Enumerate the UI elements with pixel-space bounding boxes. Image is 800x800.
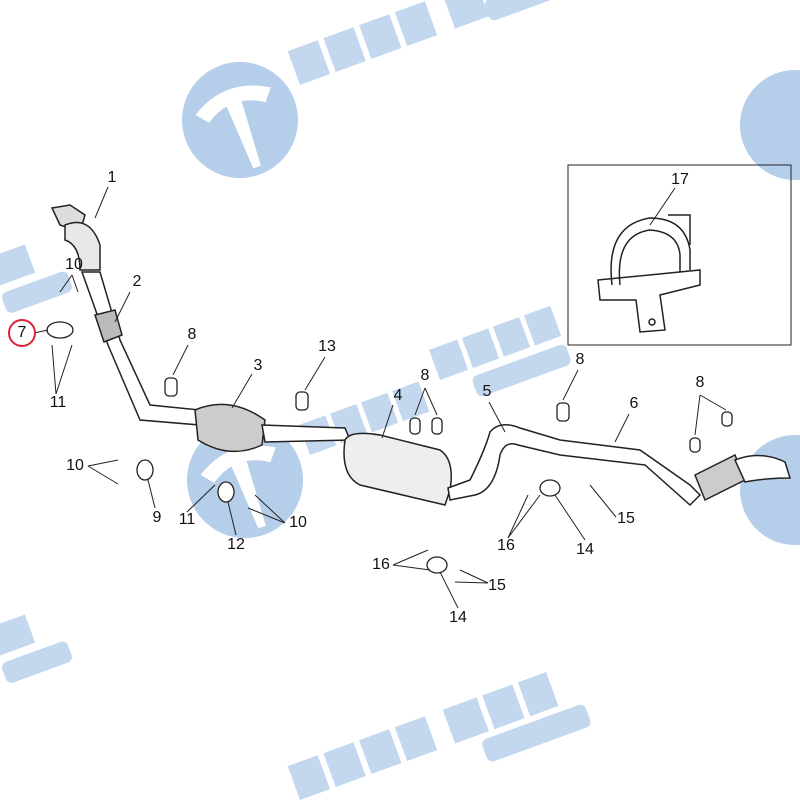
callout-15[interactable]: 15 [617, 510, 635, 527]
callout-4[interactable]: 4 [393, 387, 403, 404]
callout-14[interactable]: 14 [449, 609, 467, 626]
callout-13[interactable]: 13 [318, 338, 336, 355]
callout-10[interactable]: 10 [289, 514, 307, 531]
callout-10[interactable]: 10 [66, 457, 84, 474]
callout-8[interactable]: 8 [420, 367, 430, 384]
callout-10[interactable]: 10 [65, 256, 83, 273]
callout-5[interactable]: 5 [482, 383, 492, 400]
callout-1[interactable]: 1 [107, 169, 117, 186]
callout-6[interactable]: 6 [629, 395, 639, 412]
callout-2[interactable]: 2 [132, 273, 142, 290]
leader-lines [33, 186, 727, 609]
callout-8[interactable]: 8 [695, 374, 705, 391]
callout-8[interactable]: 8 [575, 351, 585, 368]
callout-16[interactable]: 16 [497, 537, 515, 554]
callout-12[interactable]: 12 [227, 536, 245, 553]
callout-11[interactable]: 11 [49, 394, 67, 411]
callout-3[interactable]: 3 [253, 357, 263, 374]
exhaust-pipes [50, 204, 792, 507]
inset-box [567, 164, 792, 346]
callout-14[interactable]: 14 [576, 541, 594, 558]
callout-17[interactable]: 17 [671, 171, 689, 188]
callout-15[interactable]: 15 [488, 577, 506, 594]
hangers-and-gaskets [46, 321, 733, 574]
callout-16[interactable]: 16 [372, 556, 390, 573]
callout-11[interactable]: 11 [178, 511, 196, 528]
callout-9[interactable]: 9 [152, 509, 162, 526]
watermark-wordmarks [0, 0, 591, 800]
callout-highlighted-7[interactable]: 7 [17, 324, 27, 341]
hanger-bracket [597, 214, 701, 333]
highlight-circle [8, 319, 36, 347]
callout-8[interactable]: 8 [187, 326, 197, 343]
